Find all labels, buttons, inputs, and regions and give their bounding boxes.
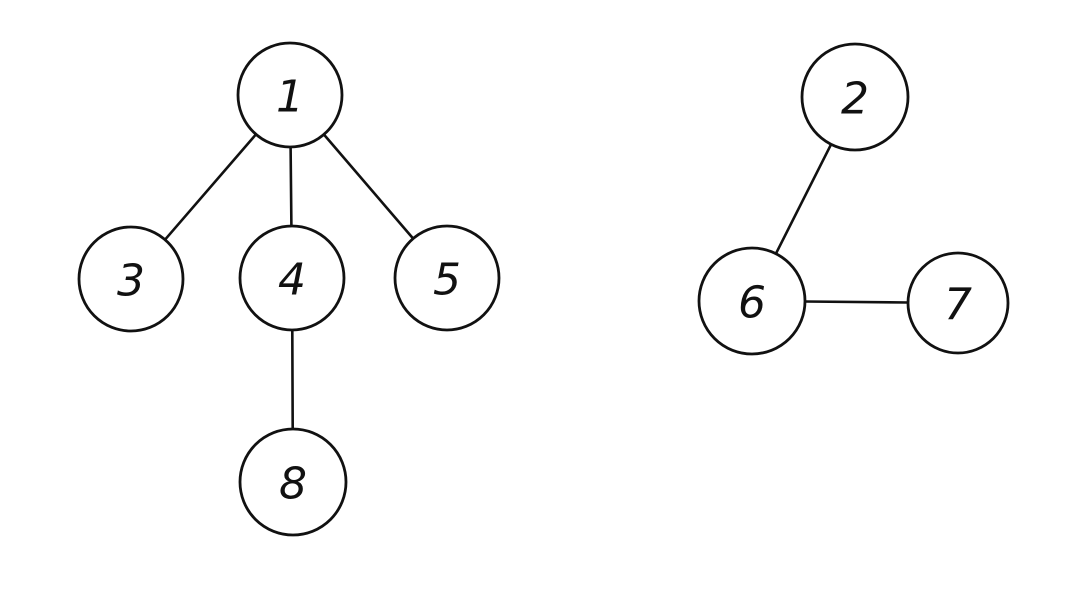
node-3-circle xyxy=(77,225,185,333)
edge-1-3 xyxy=(163,133,258,241)
node-1-label: 1 xyxy=(276,72,304,123)
edge-2-6 xyxy=(774,143,833,255)
edge-6-7 xyxy=(803,300,910,304)
node-7-circle xyxy=(906,251,1010,355)
node-4-circle xyxy=(238,224,346,332)
node-5-label: 5 xyxy=(433,255,461,306)
node-4-label: 4 xyxy=(278,255,306,306)
node-6-label: 6 xyxy=(738,278,766,329)
node-5: 5 xyxy=(393,224,501,332)
node-2-circle xyxy=(800,42,910,152)
node-6-circle xyxy=(697,246,807,356)
node-3: 3 xyxy=(77,225,185,333)
node-8-label: 8 xyxy=(279,459,307,510)
node-4: 4 xyxy=(238,224,346,332)
edge-1-5 xyxy=(322,133,415,240)
node-1-circle xyxy=(236,41,344,149)
node-8: 8 xyxy=(238,427,348,537)
node-7: 7 xyxy=(906,251,1010,355)
node-6: 6 xyxy=(697,246,807,356)
node-2: 2 xyxy=(800,42,910,152)
node-5-circle xyxy=(393,224,501,332)
edge-1-4 xyxy=(289,145,293,228)
node-3-label: 3 xyxy=(117,256,145,307)
node-1: 1 xyxy=(236,41,344,149)
node-2-label: 2 xyxy=(841,74,869,125)
node-8-circle xyxy=(238,427,348,537)
node-7-label: 7 xyxy=(944,280,972,331)
